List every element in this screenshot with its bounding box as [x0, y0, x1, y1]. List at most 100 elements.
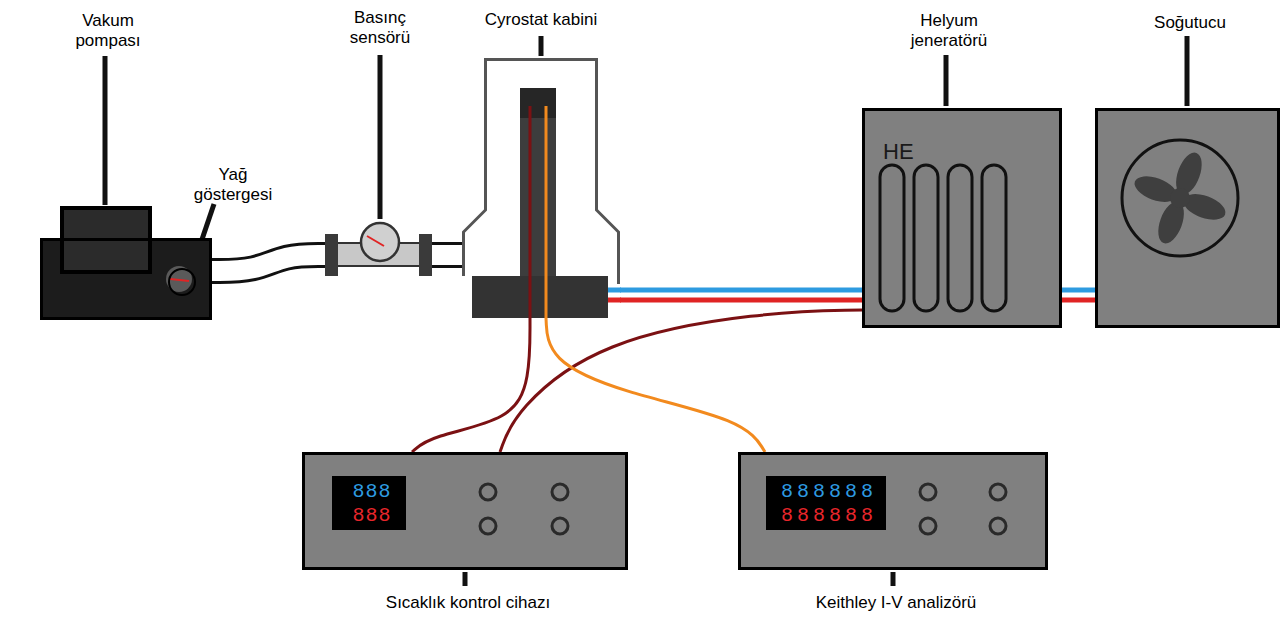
leader-line	[1185, 36, 1190, 106]
vacuum-hose-stroke	[212, 255, 325, 271]
vent-slot	[914, 165, 938, 311]
pressure-sensor: Basınç sensörü	[325, 222, 432, 278]
part-label: Cyrostat kabini	[485, 10, 597, 29]
pipe-flange	[419, 234, 432, 276]
sensor-cable	[412, 318, 530, 452]
vent-slot	[982, 165, 1006, 311]
part-label: Basınç sensörü	[350, 8, 410, 47]
display-panel	[766, 476, 886, 530]
knob	[552, 518, 568, 534]
text-holder: 888888	[772, 506, 886, 526]
iv-analyzer: Keithley I-V analizörü888888888888	[738, 452, 1048, 570]
knob	[480, 484, 496, 500]
vacuum-hose-stroke	[432, 245, 462, 265]
part-label: Keithley I-V analizörü	[816, 593, 977, 612]
coolant-line-stroke	[1062, 298, 1095, 303]
vacuum-pump: Vakum pompasıYağ göstergesi	[40, 238, 212, 320]
vacuum-hose-stroke	[432, 242, 462, 268]
coolant-line	[1062, 300, 1095, 301]
part-label: Yağ göstergesi	[194, 165, 272, 204]
part-label: Helyum jeneratörü	[911, 11, 988, 50]
display-digits: 888	[352, 480, 391, 503]
text-holder: Sıcaklık kontrol cihazı	[363, 593, 573, 613]
leader-line	[378, 55, 383, 219]
vent-slot	[948, 165, 972, 311]
display-digits: 888888	[781, 504, 877, 527]
fan-hub	[1170, 188, 1190, 208]
leader-line	[944, 55, 949, 106]
chamber-outline	[462, 58, 620, 318]
knob	[552, 484, 568, 500]
text-holder: Vakum pompası	[53, 11, 163, 50]
helium-line	[620, 300, 862, 301]
helium-line-stub	[608, 298, 621, 303]
vacuum-hose-stroke	[212, 255, 325, 271]
text-holder: Yağ göstergesi	[183, 165, 283, 204]
part-label: Sıcaklık kontrol cihazı	[386, 593, 550, 612]
vacuum-hose	[212, 255, 325, 271]
controller-body	[302, 452, 628, 570]
vacuum-hose	[432, 255, 462, 256]
helium-line-stroke	[620, 288, 862, 293]
knob	[990, 518, 1006, 534]
knobs	[920, 484, 1006, 534]
sensor-wire	[529, 106, 532, 318]
pressure-dial	[361, 223, 399, 261]
vent-slot	[880, 165, 904, 311]
oil-gauge: Yağ göstergesi	[168, 268, 196, 296]
display-digits: 888	[352, 504, 391, 527]
display-digits: 888888	[781, 480, 877, 503]
leader-line	[463, 572, 468, 586]
text-holder: HE	[883, 139, 943, 164]
display-panel	[332, 476, 406, 530]
helium-line-stroke	[620, 298, 862, 303]
coolant-line	[1062, 290, 1095, 291]
measurement-cable	[546, 318, 765, 452]
fan-ring	[1122, 140, 1238, 256]
part-label: Vakum pompası	[75, 11, 140, 50]
chiller-body	[1095, 108, 1280, 328]
text-holder: 888	[339, 482, 405, 502]
chiller: Soğutucu	[1095, 108, 1280, 328]
knob	[480, 518, 496, 534]
heater-cable	[500, 310, 862, 452]
cryostat-chamber: Cyrostat kabini	[462, 58, 620, 318]
helium-line-stub	[608, 288, 621, 293]
analyzer-body	[738, 452, 1048, 570]
leader-line	[891, 572, 896, 586]
pipe-flange	[325, 234, 338, 276]
cold-finger	[520, 88, 556, 276]
sample-holder	[520, 88, 556, 118]
generator-slots	[880, 165, 1006, 311]
text-holder: Soğutucu	[1130, 13, 1250, 33]
text-holder: Basınç sensörü	[330, 8, 430, 47]
text-holder: Helyum jeneratörü	[884, 11, 1014, 50]
generator-body	[862, 108, 1062, 328]
knob	[990, 484, 1006, 500]
coolant-line-stroke	[1062, 288, 1095, 293]
heater-cable-stroke	[500, 310, 862, 452]
knob	[920, 484, 936, 500]
helium-generator: Helyum jeneratörüHE	[862, 108, 1062, 328]
part-label: Soğutucu	[1154, 13, 1226, 32]
gauge-needle	[170, 279, 189, 281]
leader-line	[103, 56, 108, 205]
text-holder: 888888	[772, 482, 886, 502]
sample-wire	[545, 106, 548, 318]
sensor-cable-stroke	[412, 318, 530, 452]
leader-line	[539, 36, 544, 56]
gauge-needle	[367, 236, 384, 246]
fan-blades	[1131, 149, 1229, 247]
text-holder: Keithley I-V analizörü	[786, 593, 1006, 613]
temperature-controller: Sıcaklık kontrol cihazı888888	[302, 452, 628, 570]
helium-line	[620, 290, 862, 291]
knobs	[480, 484, 568, 534]
measurement-cable-stroke	[546, 318, 765, 452]
chamber-outline-path	[464, 60, 619, 285]
device-marking: HE	[883, 139, 914, 164]
leader-lines	[105, 36, 1187, 586]
cryostat-base	[472, 276, 608, 318]
text-holder: Cyrostat kabini	[456, 10, 626, 30]
knob	[920, 518, 936, 534]
